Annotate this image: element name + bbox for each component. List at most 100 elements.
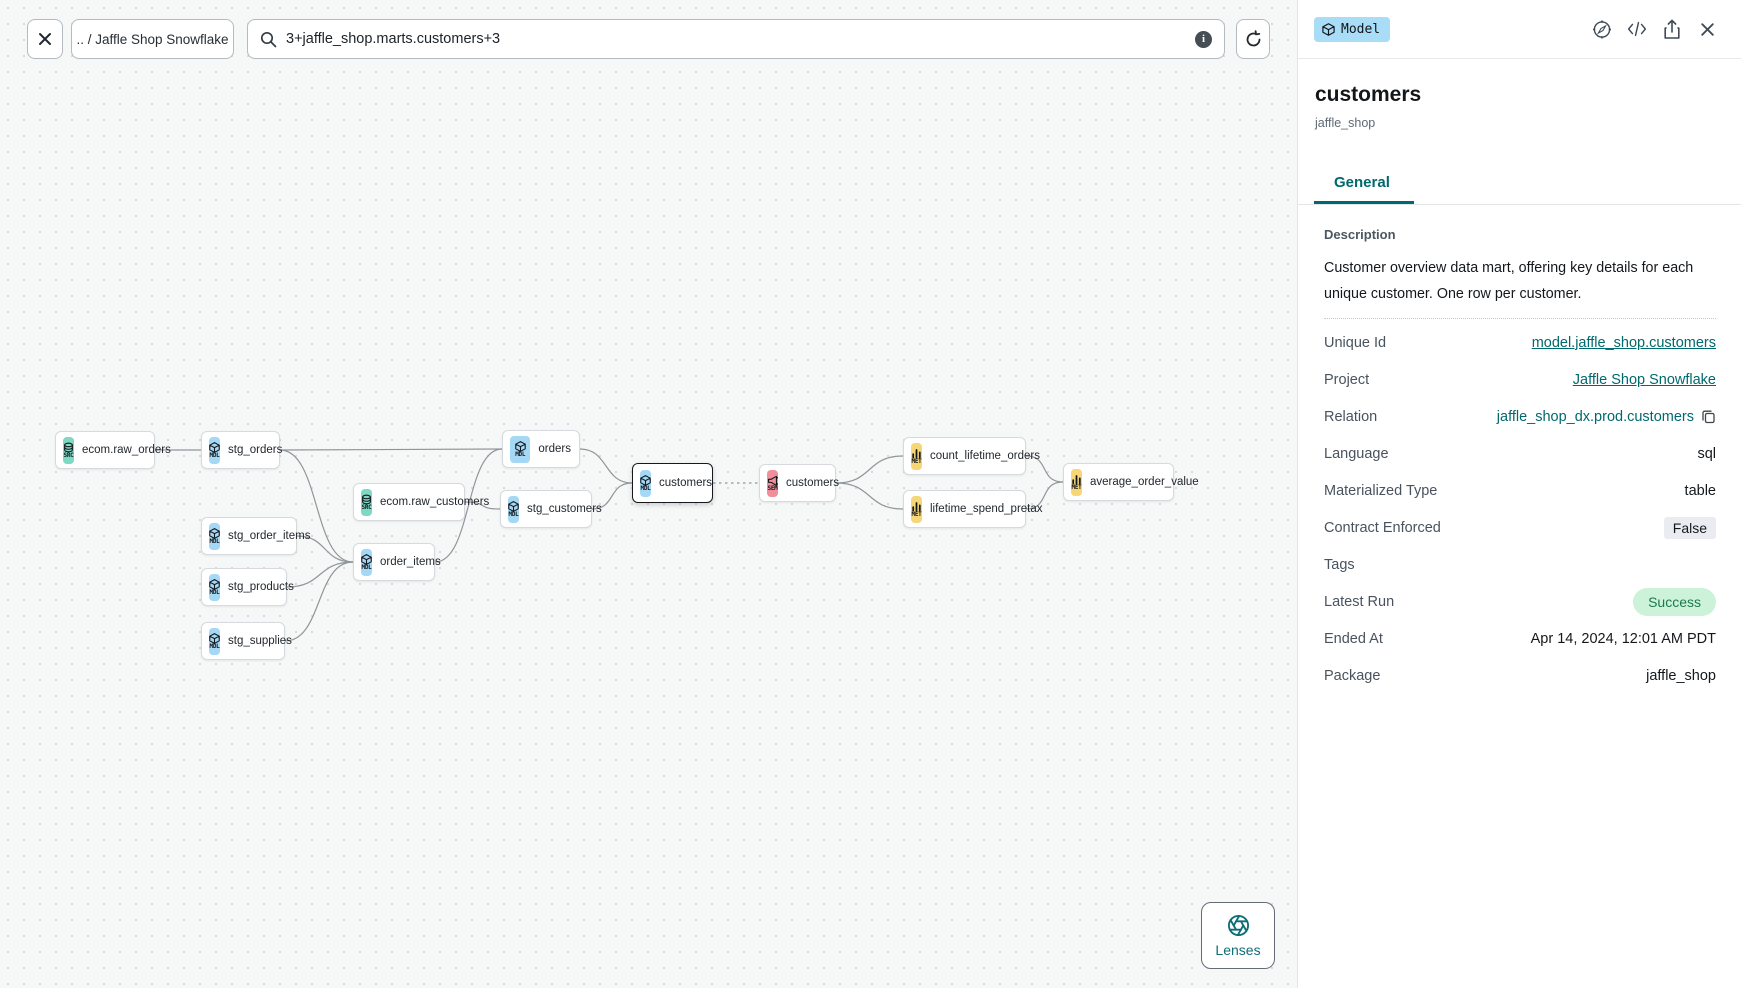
info-icon[interactable]: i — [1195, 30, 1212, 48]
node-label: stg_customers — [527, 503, 602, 515]
graph-node-stg-supplies[interactable]: MDL stg_supplies — [201, 622, 292, 660]
database-icon: SRC — [63, 436, 74, 464]
field-row-package: Package jaffle_shop — [1324, 657, 1716, 694]
field-row-latest-run: Latest Run Success — [1324, 583, 1716, 620]
panel-tabs: General — [1298, 166, 1741, 205]
graph-node-count-lifetime-orders[interactable]: MET count_lifetime_orders — [903, 437, 1040, 475]
node-label: stg_supplies — [228, 635, 292, 647]
node-label: orders — [538, 443, 571, 455]
lineage-edges — [155, 448, 1064, 642]
field-label: Contract Enforced — [1324, 519, 1441, 536]
description-text: Customer overview data mart, offering ke… — [1324, 260, 1694, 302]
compass-icon — [1593, 20, 1611, 38]
tab-general[interactable]: General — [1314, 166, 1414, 204]
field-value: table — [1684, 482, 1716, 499]
node-label: customers — [659, 477, 713, 489]
page-title: customers — [1315, 83, 1422, 106]
breadcrumb[interactable]: .. / Jaffle Shop Snowflake — [71, 19, 234, 59]
cube-icon — [1322, 22, 1335, 36]
node-label: stg_order_items — [228, 530, 311, 542]
description-heading: Description — [1324, 227, 1396, 242]
cube-icon: MDL — [209, 436, 220, 464]
lenses-label: Lenses — [1215, 942, 1261, 958]
lenses-button[interactable]: Lenses — [1201, 902, 1275, 969]
graph-node-customers-sem[interactable]: SEM customers — [759, 464, 840, 502]
node-label: ecom.raw_customers — [380, 496, 490, 508]
graph-node-lifetime-spend-pretax[interactable]: MET lifetime_spend_pretax — [903, 490, 1043, 528]
field-row-tags: Tags — [1324, 546, 1716, 583]
resource-type-badge: Model — [1314, 16, 1391, 42]
cube-icon: MDL — [209, 627, 220, 655]
node-label: lifetime_spend_pretax — [930, 503, 1043, 515]
field-row-unique-id: Unique Id model.jaffle_shop.customers — [1324, 324, 1716, 361]
field-value: False — [1663, 516, 1716, 539]
panel-header: Model — [1298, 0, 1741, 59]
copy-icon[interactable] — [1701, 409, 1716, 424]
explore-lens-button[interactable] — [1592, 19, 1612, 39]
field-row-language: Language sql — [1324, 435, 1716, 472]
node-label: ecom.raw_orders — [82, 444, 171, 456]
field-value: sql — [1697, 445, 1716, 462]
close-lineage-button[interactable] — [27, 19, 63, 59]
cube-icon: MDL — [361, 548, 372, 576]
megaphone-icon: SEM — [767, 469, 778, 497]
share-button[interactable] — [1662, 19, 1682, 39]
graph-node-average-order-value[interactable]: MET average_order_value — [1063, 463, 1199, 501]
field-row-ended-at: Ended At Apr 14, 2024, 12:01 AM PDT — [1324, 620, 1716, 657]
node-label: stg_orders — [228, 444, 283, 456]
field-label: Unique Id — [1324, 334, 1387, 351]
node-label: stg_products — [228, 581, 294, 593]
aperture-icon — [1227, 914, 1249, 937]
node-label: average_order_value — [1090, 476, 1199, 488]
bar-chart-icon: MET — [1071, 468, 1082, 496]
general-section: Description Customer overview data mart,… — [1298, 205, 1741, 694]
graph-node-stg-orders[interactable]: MDL stg_orders — [201, 431, 283, 469]
node-label: customers — [786, 477, 840, 489]
search-bar[interactable]: i — [247, 19, 1225, 59]
field-label: Relation — [1324, 408, 1378, 425]
cube-icon: MDL — [508, 495, 519, 523]
field-label: Tags — [1324, 556, 1355, 573]
breadcrumb-label: .. / Jaffle Shop Snowflake — [76, 31, 229, 47]
field-label: Latest Run — [1324, 593, 1395, 610]
field-value: jaffle_shop_dx.prod.customers — [1497, 409, 1716, 425]
field-label: Package — [1324, 667, 1381, 684]
refresh-icon — [1246, 29, 1260, 46]
code-icon — [1627, 21, 1647, 37]
cube-icon: MDL — [209, 522, 220, 550]
field-label: Project — [1324, 371, 1370, 388]
field-value: jaffle_shop — [1646, 667, 1716, 684]
graph-node-ecom-raw-customers[interactable]: SRC ecom.raw_customers — [353, 483, 489, 521]
graph-node-ecom-raw-orders[interactable]: SRC ecom.raw_orders — [55, 431, 171, 469]
graph-node-stg-order-items[interactable]: MDL stg_order_items — [201, 517, 310, 555]
field-value-link[interactable]: Jaffle Shop Snowflake — [1572, 371, 1716, 388]
view-code-button[interactable] — [1627, 19, 1647, 39]
status-badge: Success — [1633, 587, 1716, 616]
field-row-materialized-type: Materialized Type table — [1324, 472, 1716, 509]
share-icon — [1664, 19, 1680, 39]
search-icon — [260, 31, 277, 47]
graph-node-stg-customers[interactable]: MDL stg_customers — [500, 490, 602, 528]
field-value-link[interactable]: model.jaffle_shop.customers — [1531, 334, 1716, 351]
search-input[interactable] — [286, 31, 1186, 47]
resource-type-label: Model — [1341, 21, 1381, 37]
close-icon — [39, 33, 51, 45]
close-icon — [1700, 22, 1714, 36]
graph-node-stg-products[interactable]: MDL stg_products — [201, 568, 294, 606]
field-label: Materialized Type — [1324, 482, 1438, 499]
bar-chart-icon: MET — [911, 442, 922, 470]
cube-icon: MDL — [209, 573, 220, 601]
close-panel-button[interactable] — [1697, 19, 1717, 39]
field-value: Apr 14, 2024, 12:01 AM PDT — [1530, 630, 1716, 647]
database-icon: SRC — [361, 488, 372, 516]
field-row-contract-enforced: Contract Enforced False — [1324, 509, 1716, 546]
bar-chart-icon: MET — [911, 495, 922, 523]
field-label: Language — [1324, 445, 1389, 462]
node-label: count_lifetime_orders — [930, 450, 1040, 462]
field-label: Ended At — [1324, 630, 1383, 647]
refresh-button[interactable] — [1236, 19, 1270, 59]
